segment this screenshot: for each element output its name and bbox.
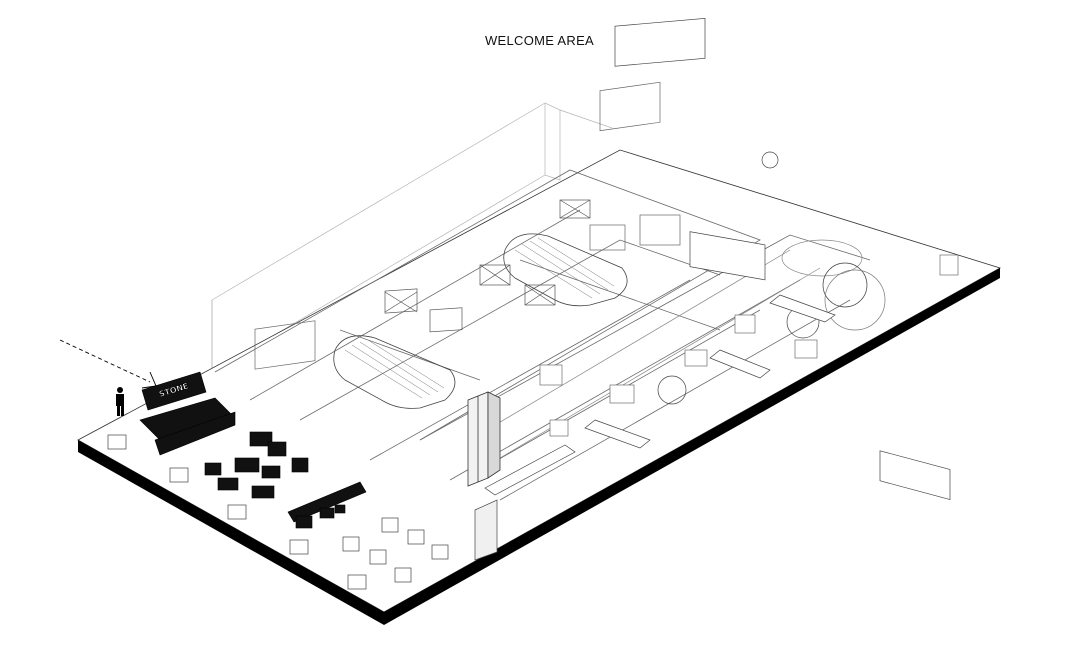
stair-core-left [333, 335, 456, 409]
floor-slab [77, 149, 1002, 625]
stair-core-right [503, 233, 628, 307]
meeting-tables [474, 294, 836, 561]
display-plinths [107, 434, 449, 590]
reception-desk-sign [141, 371, 207, 411]
elevator-shafts [384, 199, 591, 333]
restroom-blocks [254, 81, 681, 370]
person-figure [116, 387, 124, 416]
workstations-top [614, 17, 951, 500]
pods-right [539, 254, 959, 437]
feature-columns [467, 391, 501, 487]
diagram-title: WELCOME AREA [484, 33, 595, 48]
lounge-sofa [249, 431, 273, 447]
interior-walls [214, 169, 871, 501]
entry-arrow [59, 339, 157, 389]
dark-bench [287, 481, 367, 523]
reception-furniture: STONE [139, 371, 367, 529]
